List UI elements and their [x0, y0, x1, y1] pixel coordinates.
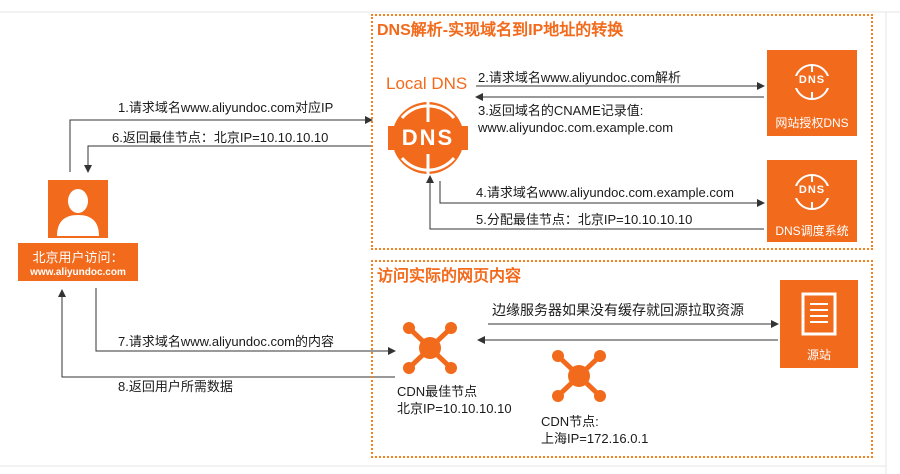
origin-node: 源站 [780, 280, 858, 368]
step5-label: 5.分配最佳节点：北京IP=10.10.10.10 [476, 212, 693, 227]
origin-label: 源站 [806, 348, 831, 362]
dns-globe-small-icon [793, 64, 831, 100]
step3-label-line2: www.aliyundoc.com.example.com [478, 120, 674, 135]
arrow-step1 [69, 116, 373, 172]
step2-label: 2.请求域名www.aliyundoc.com解析 [478, 70, 681, 85]
cdn-best-node [395, 318, 465, 378]
dns-scheduler-logo-text: DNS [798, 184, 826, 196]
cdn-node-label-line1: CDN节点: [541, 414, 599, 429]
dns-globe-icon [388, 102, 468, 174]
user-icon [57, 189, 99, 236]
network-hub-icon-2 [552, 350, 606, 402]
cdn-node-shanghai [544, 346, 614, 406]
cdn-best-label-line2: 北京IP=10.10.10.10 [397, 401, 512, 416]
dns-section-title: DNS解析-实现域名到IP地址的转换 [377, 22, 624, 39]
user-avatar [48, 180, 108, 238]
arrow-step6 [84, 145, 372, 173]
step1-label: 1.请求域名www.aliyundoc.com对应IP [118, 100, 334, 115]
authoritative-dns-logo-text: DNS [798, 74, 826, 86]
authoritative-dns-node: DNS 网站授权DNS [767, 50, 857, 136]
local-dns-node: DNS [388, 98, 468, 178]
local-dns-logo-text: DNS [401, 125, 455, 150]
dns-globe-small-icon-2 [793, 174, 831, 210]
dns-scheduler-node: DNS DNS调度系统 [767, 160, 857, 242]
step4-label: 4.请求域名www.aliyundoc.com.example.com [476, 185, 734, 200]
dns-section-panel [371, 14, 873, 250]
user-label-line2: www.aliyundoc.com [30, 267, 126, 278]
step7-label: 7.请求域名www.aliyundoc.com的内容 [118, 334, 334, 349]
edge-fetch-label: 边缘服务器如果没有缓存就回源拉取资源 [492, 302, 744, 318]
user-label-box: 北京用户访问： www.aliyundoc.com [18, 243, 138, 281]
step3-label-line1: 3.返回域名的CNAME记录值: [478, 103, 644, 118]
user-label-line1: 北京用户访问： [32, 250, 124, 265]
step8-label: 8.返回用户所需数据 [118, 379, 233, 394]
arrow-step4 [439, 181, 765, 207]
cdn-node-label-line2: 上海IP=172.16.0.1 [541, 431, 649, 446]
content-section-title: 访问实际的网页内容 [377, 268, 522, 285]
document-icon [801, 292, 837, 336]
authoritative-dns-label: 网站授权DNS [775, 116, 849, 130]
network-hub-icon [403, 322, 457, 374]
arrow-step8 [58, 289, 395, 378]
arrow-step5 [426, 175, 764, 230]
arrow-step7 [95, 288, 396, 355]
content-section-panel [371, 260, 873, 458]
cdn-best-label-line1: CDN最佳节点 [397, 384, 478, 399]
local-dns-label: Local DNS [386, 74, 468, 93]
step6-label: 6.返回最佳节点：北京IP=10.10.10.10 [112, 130, 329, 145]
dns-scheduler-label: DNS调度系统 [775, 224, 849, 238]
